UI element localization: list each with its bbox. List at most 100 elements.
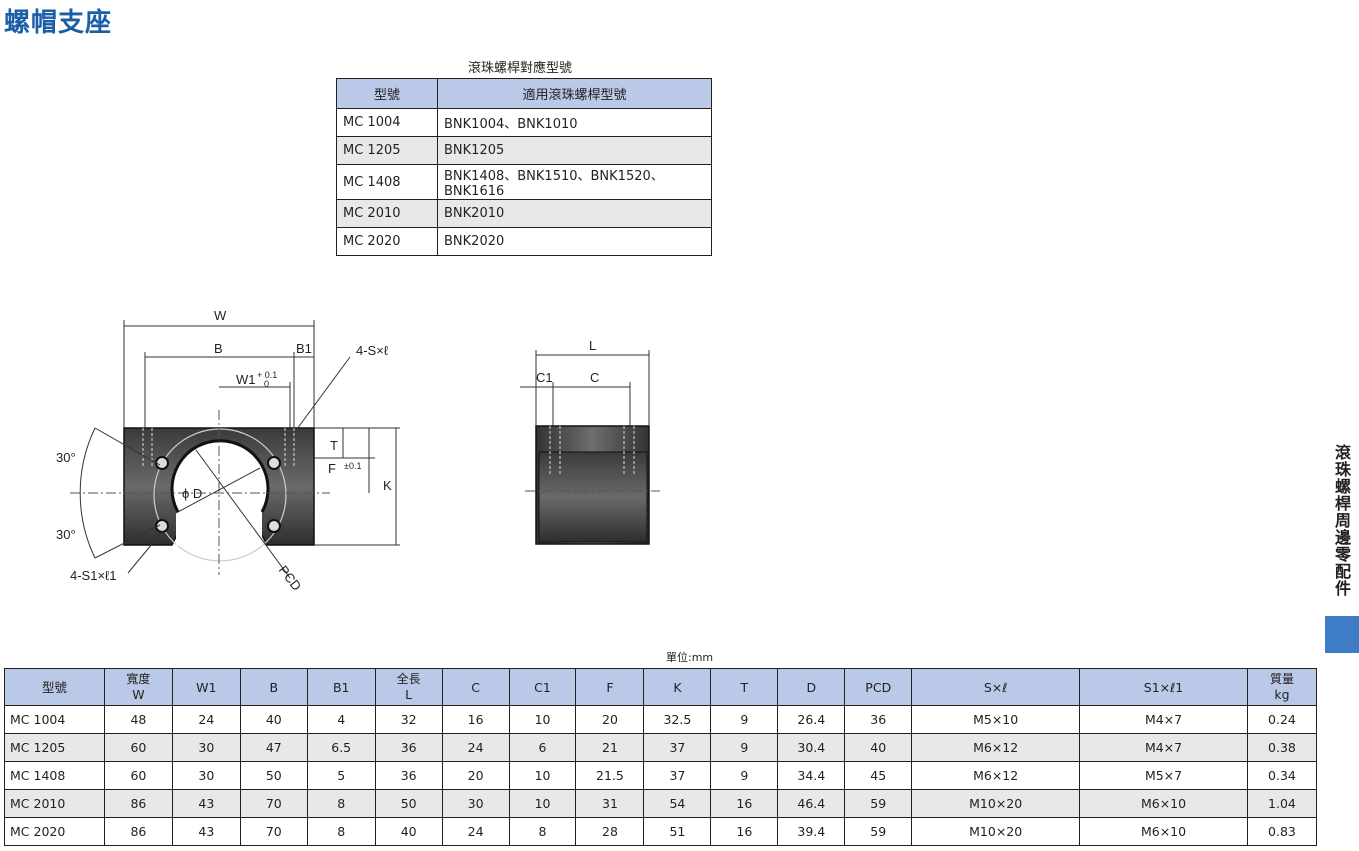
dim-S1: 4-S1×ℓ1 <box>70 568 116 583</box>
page-title: 螺帽支座 <box>4 8 113 38</box>
spec-header-cell: C <box>441 668 510 706</box>
spec-cell: 8 <box>306 817 376 846</box>
spec-cell: 37 <box>643 733 712 762</box>
spec-header-cell: 型號 <box>4 668 105 706</box>
spec-cell: MC 2020 <box>4 817 105 846</box>
spec-cell: 20 <box>441 761 510 790</box>
spec-cell: 30.4 <box>777 733 846 762</box>
spec-cell: MC 2010 <box>4 789 105 818</box>
spec-header-main: B1 <box>332 679 350 695</box>
side-dimensions <box>520 350 650 426</box>
spec-cell: 31 <box>575 789 645 818</box>
spec-cell: 36 <box>374 761 443 790</box>
spec-header-main: C <box>471 679 480 695</box>
spec-cell: 43 <box>171 789 241 818</box>
spec-cell: 30 <box>441 789 510 818</box>
spec-cell: M4×7 <box>1079 733 1248 762</box>
dim-T: T <box>330 438 338 453</box>
spec-header-main: D <box>806 679 817 695</box>
table-row: MC 2020 BNK2020 <box>336 227 712 256</box>
spec-cell: 30 <box>171 761 241 790</box>
dim-C: C <box>590 370 599 385</box>
spec-cell: 39.4 <box>777 817 846 846</box>
spec-cell: 0.34 <box>1246 761 1318 790</box>
spec-cell: 59 <box>844 789 913 818</box>
spec-cell: 59 <box>844 817 913 846</box>
spec-cell: 10 <box>508 761 577 790</box>
table-row: MC 1004 BNK1004、BNK1010 <box>336 108 712 137</box>
spec-header-cell: C1 <box>508 668 577 706</box>
table-row: MC 2010 BNK2010 <box>336 199 712 228</box>
spec-cell: M5×7 <box>1079 761 1248 790</box>
spec-cell: 37 <box>643 761 712 790</box>
spec-cell: 5 <box>306 761 376 790</box>
spec-cell: 54 <box>643 789 712 818</box>
spec-cell: M10×20 <box>911 789 1081 818</box>
technical-drawing: W B B1 W1 + 0.1 0 4-S×ℓ T F ±0.1 K 30° 3… <box>56 308 660 593</box>
spec-cell: 40 <box>374 817 443 846</box>
spec-cell: 30 <box>171 733 241 762</box>
compat-cell: MC 1408 <box>336 164 438 200</box>
spec-cell: M5×10 <box>911 705 1081 734</box>
spec-header-cell: B1 <box>306 668 376 706</box>
sidebar-tab[interactable] <box>1325 616 1359 653</box>
spec-header-cell: F <box>575 668 645 706</box>
spec-header-main: K <box>673 679 682 695</box>
spec-header-main: S×ℓ <box>983 679 1008 695</box>
spec-cell: 21.5 <box>575 761 645 790</box>
compat-cell: BNK2010 <box>437 199 712 228</box>
spec-header-main: W <box>132 687 145 702</box>
spec-cell: 26.4 <box>777 705 846 734</box>
dim-F-tol: ±0.1 <box>344 461 361 471</box>
spec-cell: M6×10 <box>1079 789 1248 818</box>
spec-cell: 40 <box>844 733 913 762</box>
spec-cell: 48 <box>103 705 173 734</box>
spec-cell: 4 <box>306 705 376 734</box>
spec-cell: 24 <box>441 733 510 762</box>
spec-header-cell: S×ℓ <box>911 668 1081 706</box>
dim-W1-tol-plus: + 0.1 <box>257 370 277 380</box>
spec-cell: 28 <box>575 817 645 846</box>
spec-cell: 50 <box>374 789 443 818</box>
dim-angle-bottom: 30° <box>56 527 76 542</box>
spec-cell: M4×7 <box>1079 705 1248 734</box>
spec-cell: 86 <box>103 817 173 846</box>
spec-cell: 60 <box>103 733 173 762</box>
spec-header-main: L <box>405 687 413 702</box>
spec-cell: MC 1004 <box>4 705 105 734</box>
spec-cell: 24 <box>441 817 510 846</box>
spec-header-main: C1 <box>534 679 551 695</box>
compat-cell: BNK2020 <box>437 227 712 256</box>
dim-W1-tol-zero: 0 <box>264 379 269 389</box>
spec-cell: MC 1408 <box>4 761 105 790</box>
spec-cell: 70 <box>239 817 308 846</box>
spec-header-cell: T <box>710 668 779 706</box>
spec-cell: 9 <box>710 761 779 790</box>
spec-cell: 60 <box>103 761 173 790</box>
spec-cell: 45 <box>844 761 913 790</box>
dim-S: 4-S×ℓ <box>356 343 389 358</box>
sidebar-category-label: 滾珠螺桿周邊零配件 <box>1332 444 1351 597</box>
spec-cell: M6×12 <box>911 733 1081 762</box>
spec-cell: 10 <box>508 705 577 734</box>
unit-label: 單位:mm <box>666 651 714 664</box>
spec-header-main: W1 <box>196 679 217 695</box>
compat-header-screw: 適用滾珠螺桿型號 <box>437 78 712 109</box>
dim-K: K <box>383 478 392 493</box>
compat-header-model: 型號 <box>336 78 438 109</box>
spec-cell: 0.83 <box>1246 817 1318 846</box>
spec-header-main: S1×ℓ1 <box>1143 679 1184 695</box>
compat-cell: MC 1205 <box>336 136 438 165</box>
spec-cell: M6×12 <box>911 761 1081 790</box>
spec-cell: 9 <box>710 705 779 734</box>
spec-header-top: 寬度 <box>126 672 151 686</box>
dim-phiD: ϕ D <box>182 486 202 501</box>
spec-cell: 8 <box>306 789 376 818</box>
dim-B: B <box>214 341 223 356</box>
spec-header-top: 質量 <box>1269 672 1294 686</box>
